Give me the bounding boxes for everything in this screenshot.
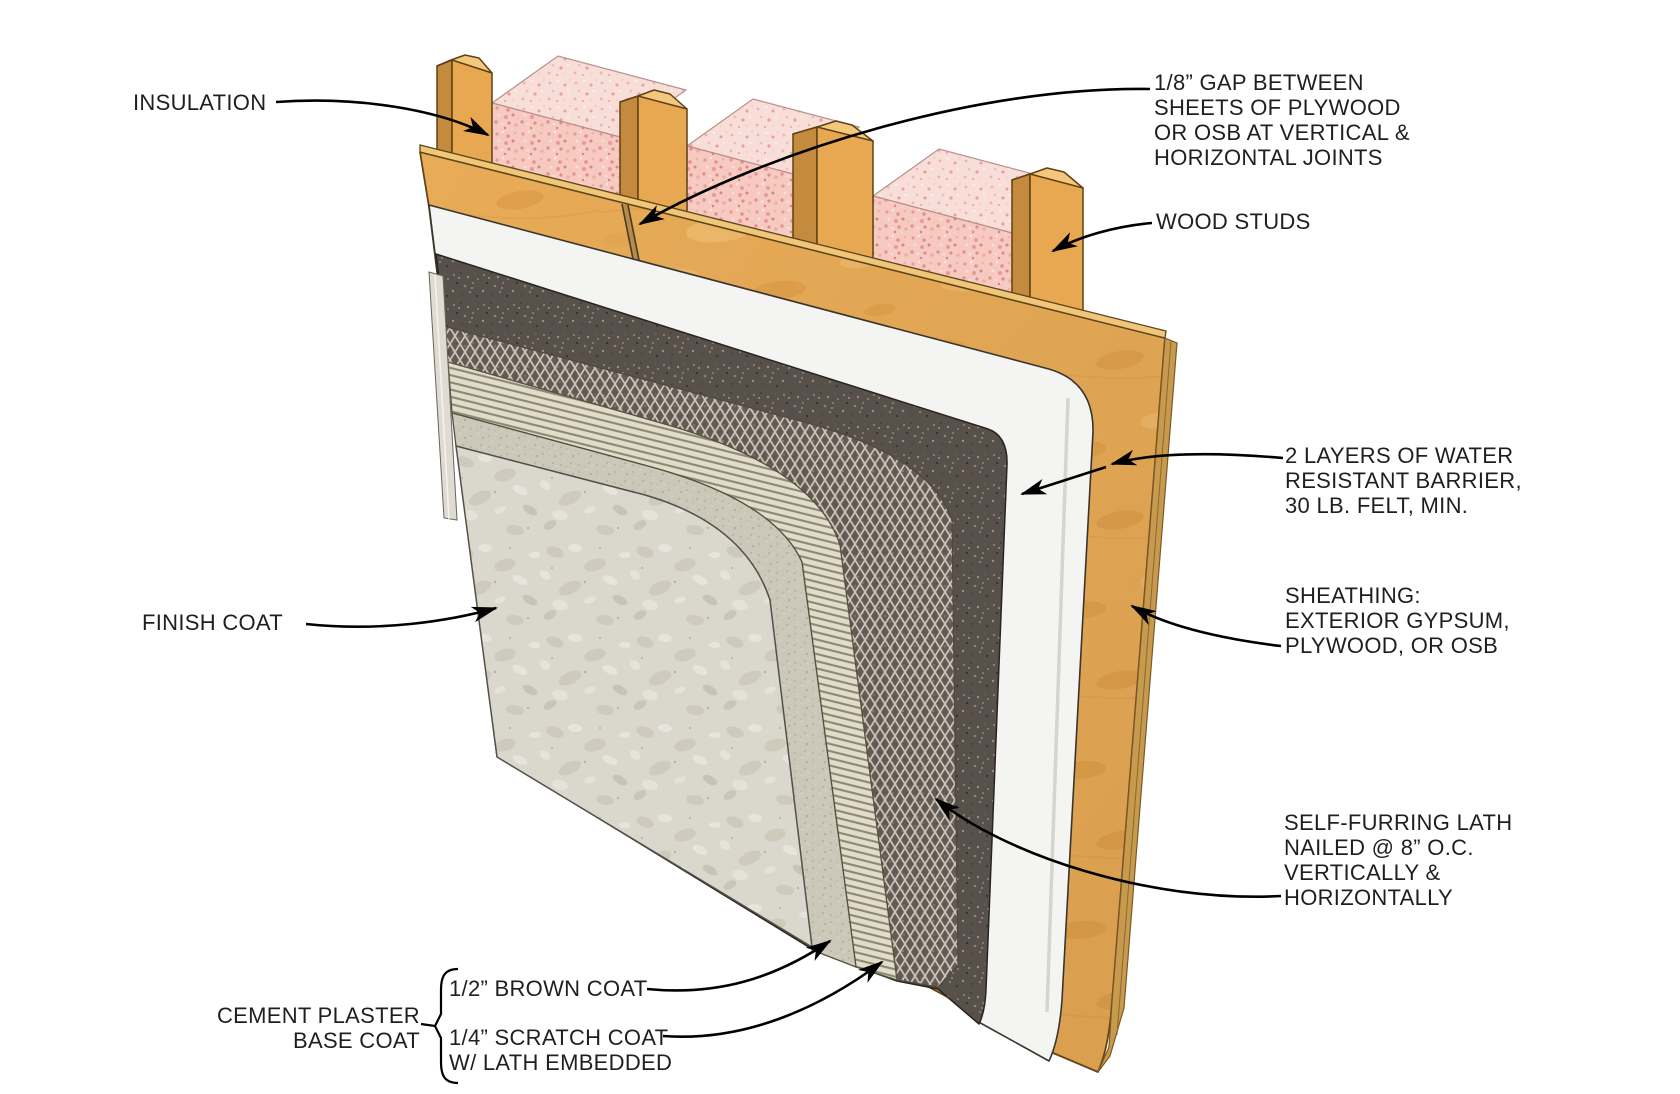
label-water-barrier: 2 LAYERS OF WATER RESISTANT BARRIER, 30 … [1285,443,1522,518]
leader-lines [275,87,1284,1038]
label-cement-plaster-base-coat: CEMENT PLASTER BASE COAT [216,1003,420,1053]
scratch-coat-leader-arrow [662,960,884,1038]
insulation-leader-arrow [275,99,490,137]
base-coat-bracket [420,967,459,1085]
brown-coat-leader-arrow [646,939,832,992]
finish-coat-panel [455,445,813,948]
casing-bead-strip [428,271,458,521]
gap-leader-arrow [638,87,1151,226]
white-panel-crease [1045,397,1070,1013]
wood-stud [792,120,874,261]
label-self-furring-lath: SELF-FURRING LATH NAILED @ 8” O.C. VERTI… [1284,810,1513,910]
barrier-leader-arrow-outer [1110,449,1284,466]
label-wood-studs: WOOD STUDS [1156,209,1311,234]
label-insulation: INSULATION [133,90,267,115]
lath-leader-arrow [934,797,1282,898]
label-brown-coat: 1/2” BROWN COAT [449,976,648,1001]
finish-coat-leader-arrow [305,606,498,628]
label-plywood-gap: 1/8” GAP BETWEEN SHEETS OF PLYWOOD OR OS… [1154,70,1410,170]
label-finish-coat: FINISH COAT [142,610,284,635]
barrier-leader-arrow-inner [1020,465,1107,496]
wood-studs-leader-arrow [1051,221,1153,253]
label-scratch-coat: 1/4” SCRATCH COAT W/ LATH EMBEDDED [449,1025,673,1075]
wood-studs [436,54,1084,329]
wood-stud [619,89,688,219]
sheathing-leader-arrow [1130,604,1282,648]
plywood-joint-gap [621,203,640,261]
label-sheathing: SHEATHING: EXTERIOR GYPSUM, PLYWOOD, OR … [1285,583,1510,658]
